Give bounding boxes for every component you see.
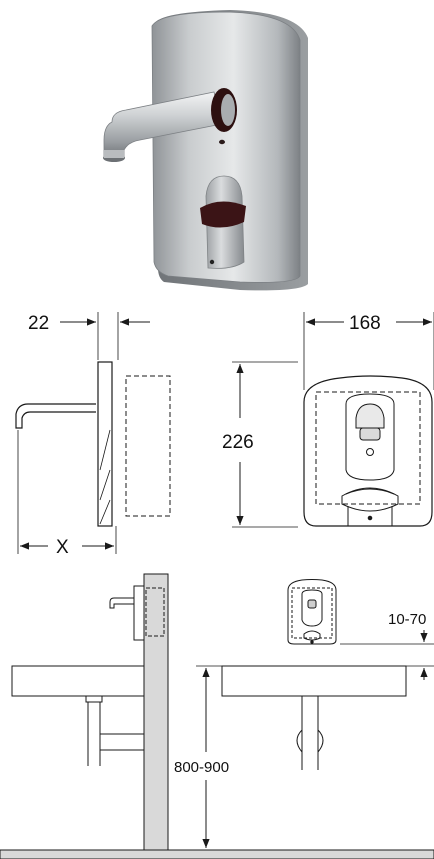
- installation-side-view: [0, 573, 434, 859]
- front-view: [232, 312, 434, 528]
- dim-plate-width: 168: [349, 313, 381, 334]
- floor: [0, 849, 434, 859]
- product-photo: [103, 10, 308, 291]
- side-view: [15, 312, 171, 554]
- dim-plate-height: 226: [222, 432, 254, 453]
- spout: [103, 91, 223, 159]
- dim-wall-thickness: 22: [28, 313, 49, 334]
- dim-spout-projection: X: [56, 537, 69, 558]
- sensor-window: [200, 201, 246, 228]
- cover-plate: [151, 11, 301, 283]
- dim-sensor-gap: 10-70: [388, 611, 426, 628]
- dim-basin-height: 800-900: [174, 759, 229, 776]
- installation-front-view: [196, 579, 434, 848]
